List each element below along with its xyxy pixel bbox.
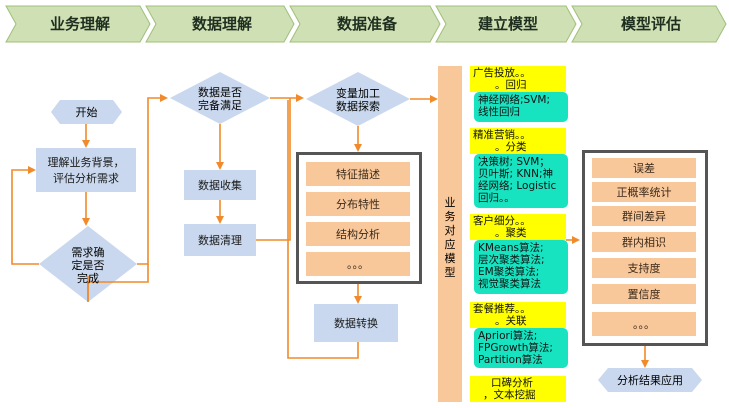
distribution-item: 分布特性: [306, 192, 410, 216]
data-decision-line-1: 数据是否: [198, 86, 242, 99]
variable-processing-text: 变量加工 数据探索: [320, 86, 396, 114]
segmentation-title-line-1: 客户细分。。: [473, 215, 531, 227]
phase-chevron: [289, 5, 441, 43]
start-shape: [51, 100, 122, 124]
group-marketing-models: 决策树; SVM； 贝叶斯; KNN;神 经网络; Logistic 回归。。: [474, 154, 568, 208]
ellipsis-item: 。。。: [306, 252, 410, 276]
final-shape: [598, 368, 702, 392]
arrow-transform-loop: [287, 100, 359, 359]
processing-line-1: 变量加工: [336, 87, 380, 100]
phase-build-model: 建立模型: [477, 15, 538, 33]
requirement-decision-text: 需求确 定是否 完成: [50, 243, 126, 287]
ad-model-line-2: 线性回归: [478, 106, 520, 118]
final-result-node: 分析结果应用: [617, 374, 683, 387]
marketing-model-line-1: 决策树; SVM；: [478, 156, 550, 168]
phase-chevron: [145, 5, 295, 43]
business-model-bar: [438, 66, 462, 402]
phase-chevron: [5, 5, 151, 43]
arrow-col1-bottom: [87, 264, 149, 302]
metric-positive-probability: 正概率统计: [592, 182, 696, 202]
segmentation-model-line-2: 层次聚类算法;: [478, 254, 545, 266]
decision-line-3: 完成: [77, 271, 99, 285]
recommendation-model-line-2: FPGrowth算法;: [478, 342, 553, 354]
structure-analysis-item: 结构分析: [306, 222, 410, 246]
ad-title-line-2: 。回归: [495, 79, 527, 91]
data-transform-box: 数据转换: [314, 304, 398, 342]
text-mining-title-line-2: ，文本挖掘: [483, 389, 536, 401]
understand-line-1: 理解业务背景，: [47, 156, 125, 169]
metric-error: 误差: [592, 158, 696, 178]
metric-between-group-difference: 群间差异: [592, 206, 696, 226]
data-complete-decision-shape: [170, 72, 270, 124]
metric-within-group-similarity: 群内相识: [592, 232, 696, 252]
segmentation-model-line-1: KMeans算法;: [478, 242, 544, 254]
ad-model-line-1: 神经网络;SVM;: [478, 94, 550, 106]
data-clean-box: 数据清理: [184, 224, 256, 256]
marketing-title-line-1: 精准营销。。: [473, 129, 531, 141]
text-mining-title-line-1: 口碑分析: [491, 377, 533, 389]
data-decision-line-2: 完备满足: [198, 99, 242, 112]
marketing-title-line-2: 。分类: [495, 141, 527, 153]
phase-data-understanding: 数据理解: [191, 15, 252, 33]
phase-chevron: [435, 5, 577, 43]
feature-description-item: 特征描述: [306, 162, 410, 186]
group-text-mining-title: 口碑分析 ，文本挖掘: [470, 376, 566, 402]
evaluation-frame: [582, 150, 708, 346]
phase-model-evaluation: 模型评估: [620, 15, 681, 33]
understand-business-box: 理解业务背景， 评估分析需求: [36, 148, 136, 192]
phase-chevron: [571, 5, 727, 43]
requirement-decision-shape: [39, 226, 137, 302]
understand-line-2: 评估分析需求: [53, 172, 119, 185]
marketing-model-line-2: 贝叶斯; KNN;神: [478, 168, 554, 180]
segmentation-model-line-3: EM聚类算法;: [478, 266, 540, 278]
metric-support: 支持度: [592, 258, 696, 278]
business-model-label: 业务对应模型: [444, 196, 456, 279]
group-marketing-title: 精准营销。。 。分类: [470, 128, 566, 154]
phase-data-preparation: 数据准备: [336, 15, 397, 33]
group-recommendation-models: Apriori算法; FPGrowth算法; Partition算法: [474, 328, 568, 368]
decision-line-2: 定是否: [71, 258, 105, 272]
recommendation-model-line-3: Partition算法: [478, 354, 543, 366]
group-recommendation-title: 套餐推荐。。 。关联: [470, 302, 566, 328]
segmentation-title-line-2: 。聚类: [495, 227, 527, 239]
phase-business-understanding: 业务理解: [49, 15, 110, 33]
preparation-frame: [296, 152, 422, 284]
group-segmentation-title: 客户细分。。 。聚类: [470, 214, 566, 240]
metric-confidence: 置信度: [592, 284, 696, 304]
metric-ellipsis: 。。。: [592, 312, 696, 336]
segmentation-model-line-4: 视觉聚类算法: [478, 278, 541, 290]
recommendation-model-line-1: Apriori算法;: [478, 330, 538, 342]
recommendation-title-line-2: 。关联: [495, 315, 527, 327]
group-ad-models: 神经网络;SVM; 线性回归: [474, 92, 568, 122]
variable-processing-shape: [306, 72, 410, 126]
arrow-clean-to-col3: [252, 98, 291, 241]
data-complete-decision-text: 数据是否 完备满足: [180, 84, 260, 114]
group-segmentation-models: KMeans算法; 层次聚类算法; EM聚类算法; 视觉聚类算法: [474, 240, 568, 294]
marketing-model-line-3: 经网络; Logistic: [478, 180, 557, 192]
start-node: 开始: [75, 106, 98, 119]
ad-title-line-1: 广告投放。。: [473, 67, 531, 79]
arrow-decision-loop: [11, 166, 39, 265]
group-ad-title: 广告投放。。 。回归: [470, 66, 566, 92]
recommendation-title-line-1: 套餐推荐。。: [473, 303, 531, 315]
data-collect-box: 数据收集: [184, 170, 256, 200]
decision-line-1: 需求确: [71, 245, 105, 259]
marketing-model-line-4: 回归。。: [478, 192, 515, 204]
processing-line-2: 数据探索: [336, 100, 380, 113]
